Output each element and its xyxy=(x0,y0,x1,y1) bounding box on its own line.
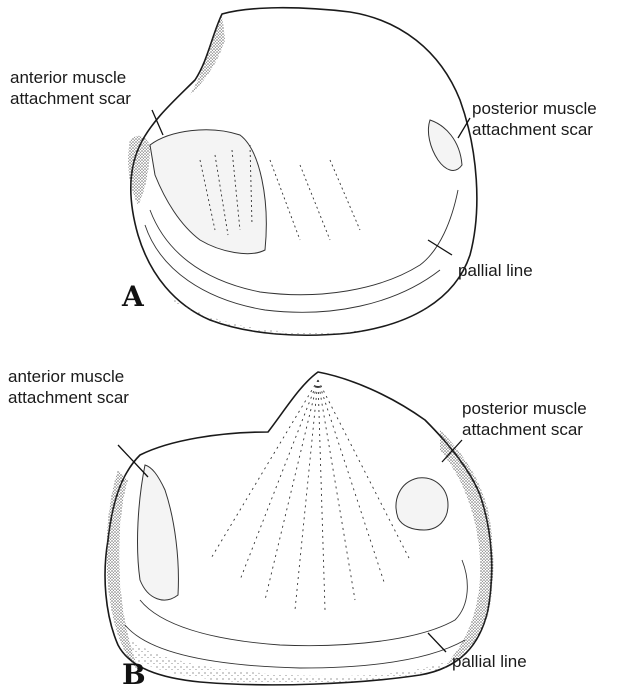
label-a-posterior: posterior muscle attachment scar xyxy=(472,98,597,140)
panel-letter-b: B xyxy=(122,658,146,691)
label-a-anterior-line2: attachment scar xyxy=(10,88,131,109)
label-b-anterior: anterior muscle attachment scar xyxy=(8,366,129,408)
label-b-posterior: posterior muscle attachment scar xyxy=(462,398,587,440)
shell-b-posterior-scar xyxy=(396,478,448,530)
label-a-anterior-line1: anterior muscle xyxy=(10,67,131,88)
shell-a xyxy=(128,8,477,336)
label-a-posterior-line2: attachment scar xyxy=(472,119,597,140)
label-a-posterior-line1: posterior muscle xyxy=(472,98,597,119)
label-b-anterior-line1: anterior muscle xyxy=(8,366,129,387)
shell-b xyxy=(105,372,493,685)
label-b-anterior-line2: attachment scar xyxy=(8,387,129,408)
label-b-pallial-line: pallial line xyxy=(452,651,527,672)
label-a-pallial-line: pallial line xyxy=(458,260,533,281)
label-b-posterior-line2: attachment scar xyxy=(462,419,587,440)
panel-letter-a: A xyxy=(122,280,144,313)
label-a-anterior: anterior muscle attachment scar xyxy=(10,67,131,109)
label-b-posterior-line1: posterior muscle xyxy=(462,398,587,419)
